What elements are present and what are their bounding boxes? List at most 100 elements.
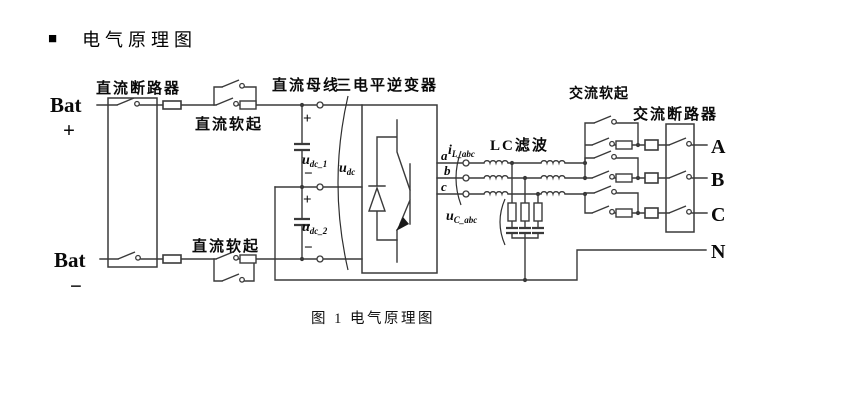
igbt-icon <box>396 163 411 263</box>
junction-dot <box>299 256 305 262</box>
neutral-wiring <box>274 186 707 281</box>
terminal-a-label: A <box>711 136 726 158</box>
dc-breaker-switch-neg-icon <box>117 251 142 261</box>
page-title: 电气原理图 <box>82 30 198 50</box>
junction-dot <box>535 191 541 197</box>
inductor-icon <box>540 191 566 195</box>
dc-softstart-bypass-switch-neg-icon <box>221 273 246 283</box>
udc-label: udc <box>339 161 355 177</box>
inductor-icon <box>483 160 509 164</box>
fuse-icon <box>644 172 659 184</box>
ac-softstart-main-switch-a-icon <box>591 137 615 147</box>
ac-softstart-label: 交流软起 <box>569 85 629 102</box>
terminal-circle <box>462 190 470 198</box>
junction-dot <box>522 277 528 283</box>
terminal-b-label: B <box>711 169 724 191</box>
softstart-resistor-icon <box>615 173 633 183</box>
inductor-current-label: iL_abc <box>448 143 475 159</box>
phase-tap-a-label: a <box>441 148 448 163</box>
terminal-circle <box>316 255 324 263</box>
figure-caption: 图 1 电气原理图 <box>311 311 435 327</box>
ac-breaker-box <box>665 123 695 233</box>
filter-damping-resistor-icon <box>520 202 530 222</box>
capacitor-icon <box>294 142 310 227</box>
ac-softstart-bypass-switch-b-icon <box>593 150 617 160</box>
battery-neg-sign: − <box>70 274 82 298</box>
uc-brace <box>499 198 506 246</box>
terminal-c-label: C <box>711 204 725 226</box>
junction-dot <box>635 175 641 181</box>
inductor-icon <box>483 175 509 179</box>
battery-pos-sign: + <box>63 118 75 142</box>
ac-softstart-main-switch-b-icon <box>591 170 615 180</box>
junction-dot <box>299 184 305 190</box>
ac-breaker-switch-a-icon <box>668 137 692 147</box>
dc-softstart-pos-label: 直流软起 <box>195 115 263 133</box>
fuse-icon <box>162 100 182 110</box>
inverter-label: 三电平逆变器 <box>336 76 438 94</box>
junction-dot <box>582 191 588 197</box>
cap2-plus-sign: + <box>303 192 312 208</box>
dc-softstart-neg-label: 直流软起 <box>192 237 260 255</box>
junction-dot <box>635 210 641 216</box>
il-brace <box>455 150 462 206</box>
filter-damping-resistor-icon <box>507 202 517 222</box>
filter-damping-resistor-icon <box>533 202 543 222</box>
cap2-minus-sign: − <box>304 240 313 256</box>
lc-filter-label: LC滤波 <box>490 136 549 154</box>
dc-bus-label: 直流母线 <box>272 76 340 94</box>
fuse-icon <box>644 139 659 151</box>
heading-bullet-icon: ■ <box>48 30 58 47</box>
diode-icon <box>368 185 386 212</box>
terminal-circle <box>462 174 470 182</box>
udc-brace <box>337 95 349 271</box>
terminal-circle <box>316 101 324 109</box>
junction-dot <box>635 142 641 148</box>
dc-softstart-bypass-switch-pos-icon <box>221 79 246 89</box>
dc-softstart-main-switch-pos-icon <box>215 97 240 107</box>
terminal-circle <box>316 183 324 191</box>
softstart-resistor-icon <box>615 208 633 218</box>
ac-softstart-bypass-switch-c-icon <box>593 185 617 195</box>
section-heading: ■ 电气原理图 <box>48 26 197 52</box>
softstart-resistor-icon <box>239 254 257 264</box>
dc-breaker-label: 直流断路器 <box>96 79 181 97</box>
fuse-icon <box>644 207 659 219</box>
dc-breaker-switch-pos-icon <box>116 97 141 107</box>
junction-dot <box>582 160 588 166</box>
inverter-leg-symbol <box>368 119 411 263</box>
inductor-icon <box>540 175 566 179</box>
igbt-arrow-icon <box>396 217 409 231</box>
phase-tap-c-label: c <box>441 179 447 194</box>
junction-dot <box>582 175 588 181</box>
capacitor-voltage-label: uC_abc <box>446 209 477 225</box>
ac-breaker-label: 交流断路器 <box>633 105 718 123</box>
junction-dot <box>509 160 515 166</box>
ac-softstart-main-switch-c-icon <box>591 205 615 215</box>
cap1-plus-sign: + <box>303 111 312 127</box>
softstart-resistor-icon <box>239 100 257 110</box>
dc-breaker-box <box>107 97 158 268</box>
ac-breaker-switch-c-icon <box>668 205 692 215</box>
inductor-icon <box>540 160 566 164</box>
ac-wiring <box>584 122 708 214</box>
ac-breaker-switch-b-icon <box>668 170 692 180</box>
cap1-minus-sign: − <box>304 166 313 182</box>
lc-filter-wiring <box>436 162 586 281</box>
softstart-resistor-icon <box>615 140 633 150</box>
junction-dot <box>522 175 528 181</box>
dc-wiring <box>96 86 363 282</box>
terminal-n-label: N <box>711 241 726 263</box>
battery-pos-label: Bat <box>50 93 82 117</box>
terminal-circle <box>462 159 470 167</box>
inverter-box <box>361 104 438 274</box>
filter-capacitor-icon <box>506 226 544 235</box>
udc1-label: udc_1 <box>302 153 327 169</box>
udc2-label: udc_2 <box>302 220 328 236</box>
battery-neg-label: Bat <box>54 248 86 272</box>
ac-softstart-bypass-switch-a-icon <box>593 115 617 125</box>
junction-dot <box>299 102 305 108</box>
phase-tap-b-label: b <box>444 163 451 178</box>
